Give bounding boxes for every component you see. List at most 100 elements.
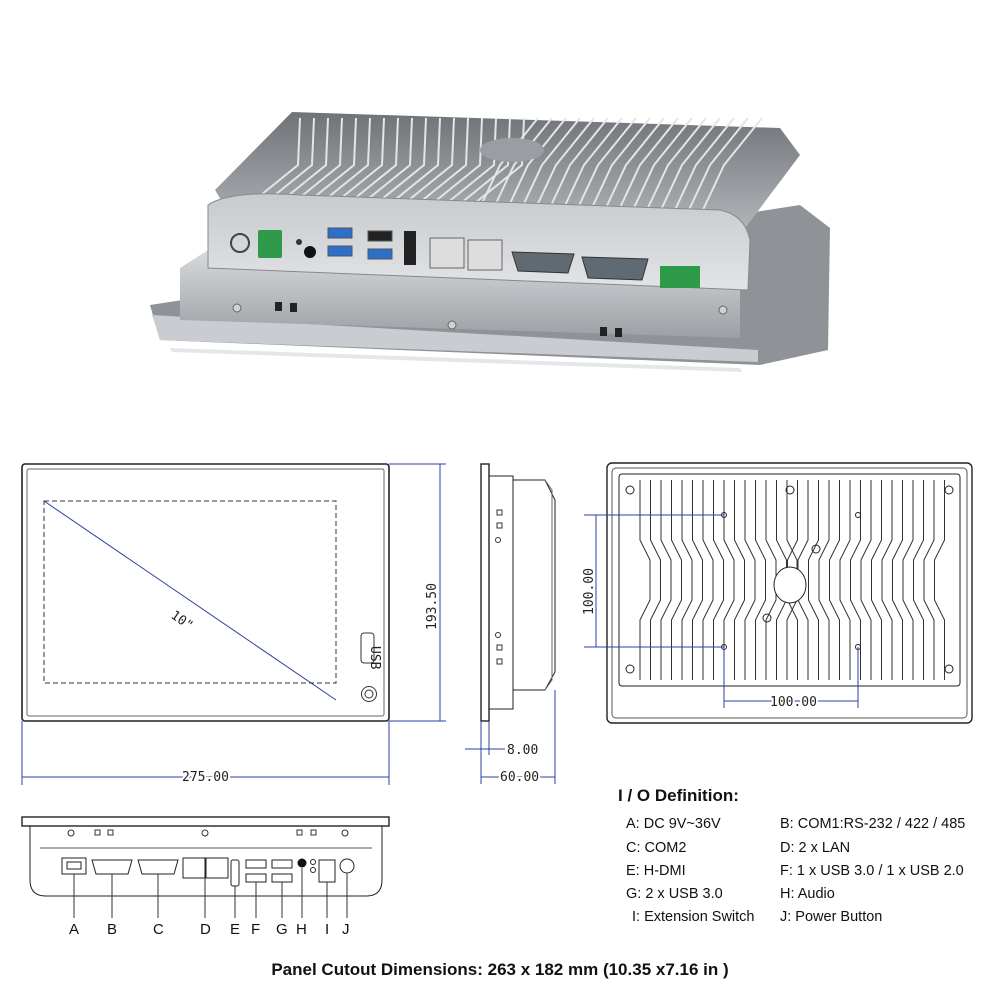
bottom-screw (67, 829, 75, 837)
bottom-vent (296, 829, 303, 836)
port-letter: I (325, 921, 329, 938)
io-item-i: I: Extension Switch (632, 909, 755, 925)
rear-screw (625, 485, 635, 495)
photo-fin (645, 117, 707, 213)
rear-fin (829, 480, 840, 680)
bottom-screw (201, 829, 209, 837)
rear-fin (744, 480, 756, 680)
side-bezel (480, 463, 490, 722)
rear-fin (860, 480, 872, 680)
side-heatsink-edge (544, 479, 553, 691)
front-active-area (43, 500, 337, 684)
io-item-c: C: COM2 (626, 840, 687, 856)
photo-fin (519, 117, 581, 213)
io-definition-title: I / O Definition: (618, 786, 739, 805)
port-d-lan1 (182, 857, 206, 879)
photo-vent (600, 327, 607, 336)
side-port (496, 522, 503, 529)
photo-power-button-icon (230, 233, 250, 253)
rear-fin (871, 480, 882, 680)
panel-cutout-dimensions: Panel Cutout Dimensions: 263 x 182 mm (1… (271, 960, 729, 979)
bottom-chassis (29, 825, 383, 897)
photo-fin (561, 117, 623, 213)
photo-heatsink-fins (239, 117, 763, 213)
photo-com2-port (511, 251, 575, 274)
diagonal-line (43, 500, 337, 701)
photo-fin (463, 117, 525, 213)
rear-fin (723, 480, 735, 680)
photo-vent (615, 328, 622, 337)
bottom-bezel (21, 816, 390, 827)
photo-fin (589, 117, 651, 213)
port-f-usb (245, 873, 267, 883)
port-letter: F (251, 921, 260, 938)
photo-fin (477, 117, 539, 213)
photo-screw (232, 303, 242, 313)
bezel-depth-label: 8.00 (507, 743, 538, 758)
rear-fin (923, 480, 935, 680)
rear-fin (850, 480, 861, 680)
photo-fin (407, 117, 469, 213)
rear-fin (818, 480, 830, 680)
side-screw (495, 537, 501, 543)
bottom-vent (310, 829, 317, 836)
rear-fin (902, 480, 914, 680)
photo-fin (673, 117, 735, 213)
photo-usb-port (367, 230, 393, 242)
photo-fin (575, 117, 637, 213)
rear-heatsink-plate (618, 473, 961, 687)
diagonal-label: 10" (168, 608, 196, 634)
rear-screw (944, 664, 954, 674)
port-letter: C (153, 921, 164, 938)
photo-lan-port (467, 239, 503, 271)
port-letter: J (342, 921, 350, 938)
port-letter: E (230, 921, 240, 938)
rear-frame-mid (611, 467, 968, 719)
rear-fin (702, 480, 714, 680)
port-letter: H (296, 921, 307, 938)
photo-screw (447, 320, 457, 330)
port-j-power-button (339, 858, 355, 874)
front-power-glyph-icon (364, 689, 374, 699)
side-port (496, 644, 503, 651)
port-letter: A (69, 921, 79, 938)
photo-io-panel (207, 193, 751, 291)
port-d-lan2 (205, 857, 229, 879)
port-a-dc-in (61, 857, 87, 875)
photo-screw (718, 305, 728, 315)
width-label: 275.00 (182, 770, 229, 785)
photo-lan-port (429, 237, 465, 269)
photo-dc-terminal (660, 266, 700, 288)
photo-usb-port (367, 248, 393, 260)
front-power-button-icon (361, 686, 377, 702)
port-letter: B (107, 921, 117, 938)
port-g-usb (271, 873, 293, 883)
photo-fin (631, 117, 693, 213)
photo-fin (533, 117, 595, 213)
height-label: 193.50 (425, 583, 440, 630)
port-letter-labels: A B C D E F G H I J (69, 921, 350, 938)
photo-fin (687, 117, 749, 213)
photo-vent (290, 303, 297, 312)
rear-screw (762, 613, 772, 623)
io-item-g: G: 2 x USB 3.0 (626, 886, 723, 902)
rear-fin (660, 480, 672, 680)
rear-fin (839, 480, 851, 680)
photo-vent (275, 302, 282, 311)
port-letter: G (276, 921, 288, 938)
io-item-b: B: COM1:RS-232 / 422 / 485 (780, 816, 966, 832)
side-screw (495, 632, 501, 638)
io-item-h: H: Audio (780, 886, 835, 902)
rear-center-boss (773, 566, 807, 604)
photo-fin (547, 117, 609, 213)
port-letter: D (200, 921, 211, 938)
rear-fin (881, 480, 893, 680)
vesa-hole (855, 512, 861, 518)
photo-fin (701, 117, 763, 213)
side-heatsink (512, 479, 556, 691)
rear-fin (892, 480, 903, 680)
rear-screw (811, 544, 821, 554)
front-bezel-inner (26, 468, 385, 717)
